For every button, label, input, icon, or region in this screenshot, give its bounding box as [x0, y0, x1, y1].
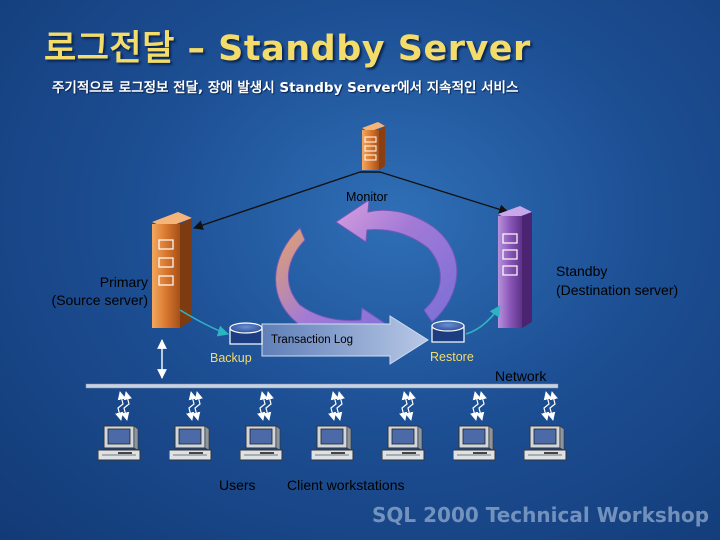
monitor-server-icon — [362, 122, 385, 170]
transaction-log-label: Transaction Log — [271, 334, 354, 346]
transaction-log-arrow — [261, 315, 429, 365]
slide-title: 로그전달 – Standby Server — [44, 29, 531, 69]
restore-disk-icon — [431, 320, 465, 343]
backup-disk-icon — [229, 322, 263, 345]
standby-server-icon — [498, 206, 532, 328]
workstation-link — [257, 391, 274, 421]
workstation-link — [328, 391, 345, 421]
slide-subtitle: 주기적으로 로그정보 전달, 장애 발생시 Standby Server에서 지… — [52, 80, 519, 96]
standby-label-line1: Standby — [556, 263, 608, 279]
users-label: Users — [219, 477, 256, 493]
primary-label-line2: (Source server) — [51, 292, 148, 308]
workstation-icon — [523, 424, 570, 464]
workstation-link — [470, 391, 487, 421]
client-workstations-label: Client workstations — [287, 477, 405, 493]
workstation-icon — [310, 424, 357, 464]
workstation-link — [541, 391, 558, 421]
primary-label-line1: Primary — [99, 274, 148, 290]
standby-label-line2: (Destination server) — [556, 282, 679, 298]
network-label: Network — [495, 368, 547, 384]
workstation-icon — [168, 424, 215, 464]
primary-server-icon — [152, 212, 192, 328]
backup-label: Backup — [210, 351, 252, 365]
restore-label: Restore — [430, 350, 474, 364]
monitor-label: Monitor — [346, 190, 388, 204]
monitor-to-standby-arrow — [379, 171, 509, 215]
monitor-to-primary-arrow — [193, 171, 361, 230]
workstation-link — [399, 391, 416, 421]
workstation-icon — [381, 424, 428, 464]
replication-cycle-icon — [275, 199, 458, 352]
workstation-icon — [239, 424, 286, 464]
workstation-link — [186, 391, 203, 421]
network-bus — [85, 383, 559, 389]
workstation-connectors — [115, 391, 558, 421]
footer-watermark: SQL 2000 Technical Workshop — [372, 503, 710, 527]
workstation-link — [115, 391, 132, 421]
workstation-icon — [452, 424, 499, 464]
workstation-icon — [97, 424, 144, 464]
primary-to-backup-connector — [179, 309, 230, 337]
restore-to-standby-connector — [465, 305, 501, 335]
